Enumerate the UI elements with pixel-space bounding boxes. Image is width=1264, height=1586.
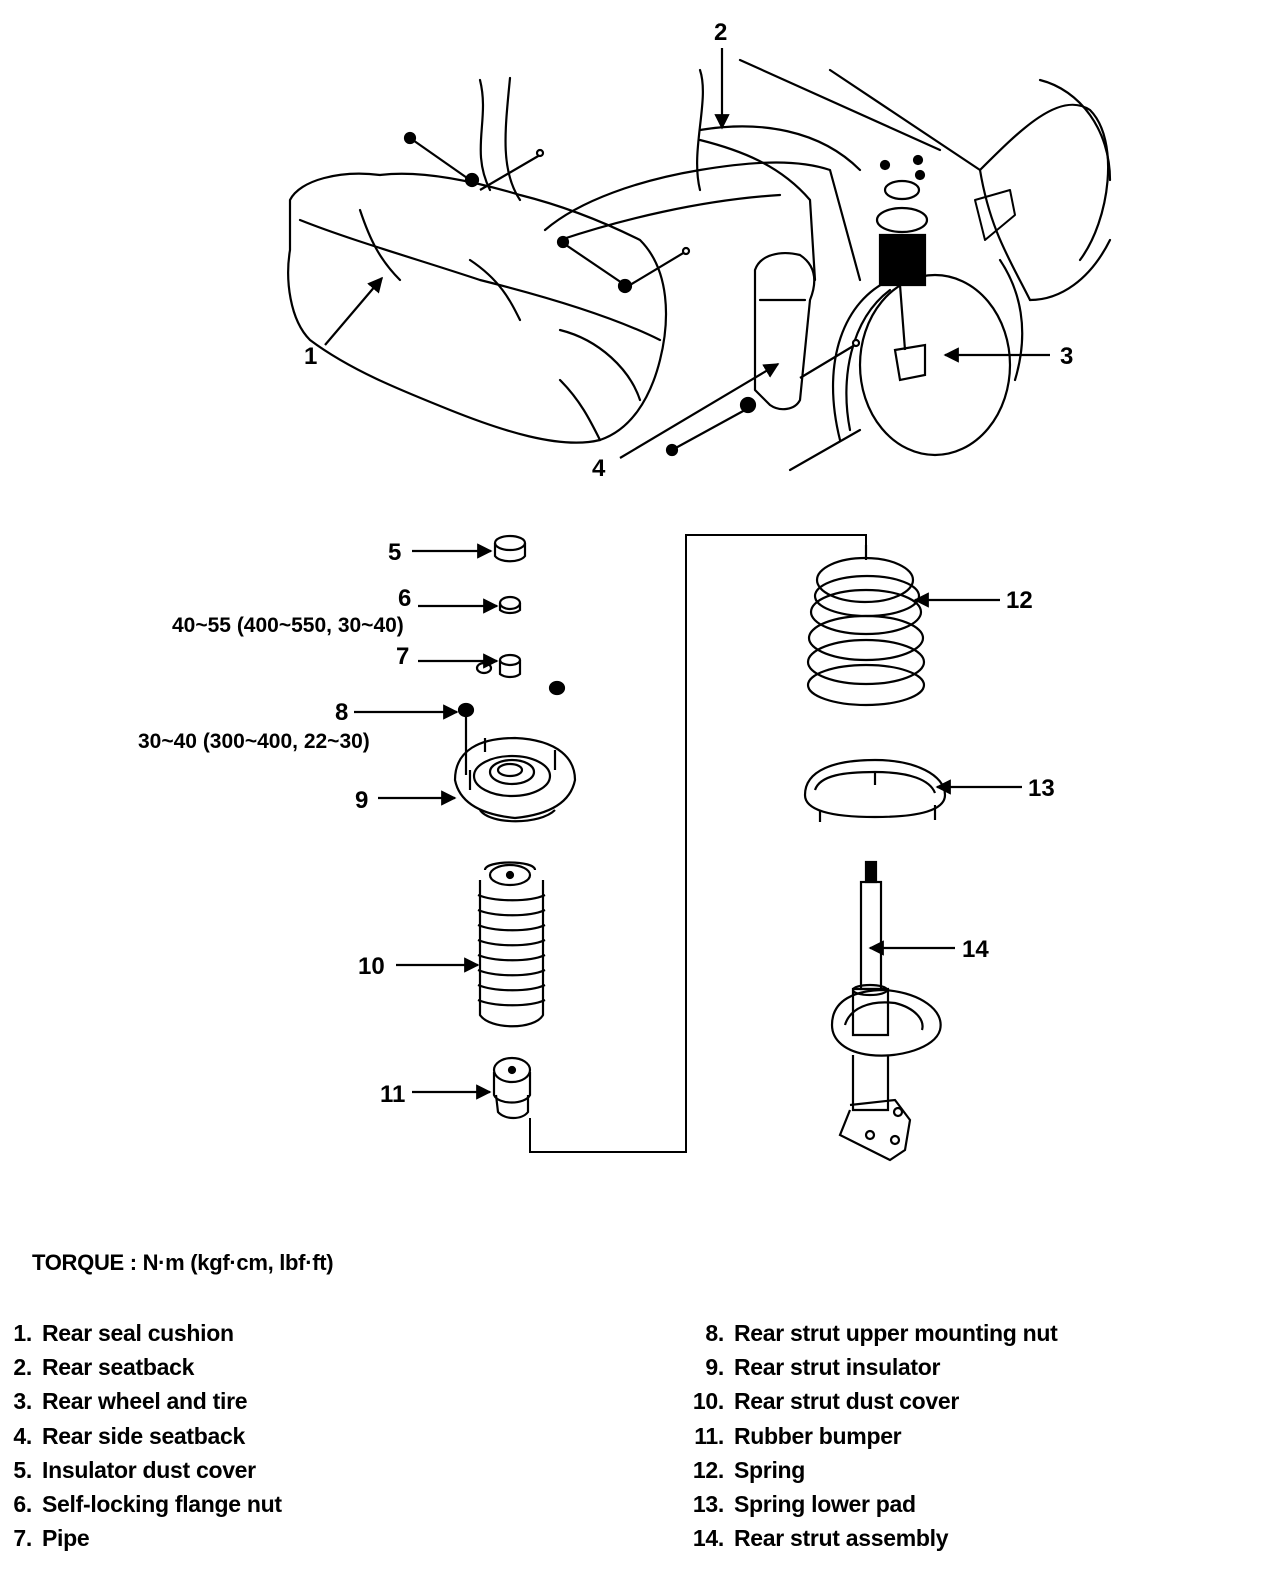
legend-label: Rear strut upper mounting nut <box>734 1320 1058 1346</box>
legend-number: 1. <box>13 1320 32 1346</box>
legend-label: Self-locking flange nut <box>42 1490 282 1517</box>
legend-item: 4. Rear side seatback <box>6 1421 282 1455</box>
legend-label: Rear strut insulator <box>734 1354 941 1381</box>
vehicle-rear-interior-illustration <box>287 58 1112 472</box>
coil-spring-part <box>806 545 926 707</box>
legend-number: 12. <box>692 1456 724 1483</box>
legend-right-column: 8. Rear strut upper mounting nut 9. Rear s… <box>684 1318 1058 1557</box>
strut-dust-cover-part <box>477 861 546 1028</box>
callout-1: 1 <box>304 343 317 370</box>
callout-14: 14 <box>962 936 989 963</box>
callout-4: 4 <box>592 455 606 482</box>
legend-item: 13. Spring lower pad <box>684 1489 1058 1523</box>
legend-item: 9. Rear strut insulator <box>684 1352 1058 1386</box>
legend-number: 6. <box>13 1490 32 1517</box>
callout-11: 11 <box>380 1081 405 1108</box>
torque-unit-label: TORQUE : N·m (kgf·cm, lbf·ft) <box>32 1250 334 1275</box>
legend-label: Insulator dust cover <box>42 1456 256 1483</box>
legend-number: 3. <box>13 1388 32 1415</box>
callout-9: 9 <box>355 787 368 814</box>
legend-number: 9. <box>705 1354 724 1381</box>
legend-label: Rubber bumper <box>734 1422 902 1449</box>
callout-6: 6 <box>398 585 411 612</box>
legend-item: 2. Rear seatback <box>6 1352 282 1386</box>
callout-3: 3 <box>1060 343 1073 370</box>
top-fasteners <box>403 131 861 457</box>
legend-item: 6. Self-locking flange nut <box>6 1489 282 1523</box>
legend-label: Rear seal cushion <box>42 1320 234 1346</box>
spring-lower-pad-part <box>803 758 947 822</box>
legend-item: 10. Rear strut dust cover <box>684 1386 1058 1420</box>
callout-7: 7 <box>396 643 409 670</box>
torque-spec-self-locking-nut: 40~55 (400~550, 30~40) <box>172 614 404 637</box>
insulator-dust-cover-part <box>493 534 527 563</box>
exploded-view-diagram: 1 2 3 4 5 6 7 8 9 10 11 12 13 14 40~55 (… <box>138 19 1112 1162</box>
legend-label: Rear side seatback <box>42 1422 246 1449</box>
callout-10: 10 <box>358 953 385 980</box>
legend-number: 5. <box>13 1456 32 1483</box>
strut-insulator-part <box>453 736 577 823</box>
legend-label: Pipe <box>42 1525 90 1552</box>
legend-item: 1. Rear seal cushion <box>6 1318 282 1352</box>
legend-item: 14. Rear strut assembly <box>684 1523 1058 1557</box>
rubber-bumper-part <box>492 1056 532 1120</box>
callout-13: 13 <box>1028 775 1055 802</box>
legend-item: 11. Rubber bumper <box>684 1421 1058 1455</box>
upper-mounting-nut-part <box>457 680 566 775</box>
legend-number: 7. <box>13 1525 32 1552</box>
legend-label: Spring lower pad <box>734 1490 916 1517</box>
legend-label: Rear strut dust cover <box>734 1388 960 1415</box>
legend-item: 8. Rear strut upper mounting nut <box>684 1318 1058 1352</box>
self-locking-flange-nut-part <box>498 595 522 615</box>
callout-2: 2 <box>714 19 727 46</box>
callout-5: 5 <box>388 539 401 566</box>
legend-item: 7. Pipe <box>6 1523 282 1557</box>
legend-label: Spring <box>734 1456 806 1483</box>
legend-number: 2. <box>13 1354 32 1381</box>
torque-spec-upper-mounting-nut: 30~40 (300~400, 22~30) <box>138 730 370 753</box>
callout-12: 12 <box>1006 587 1033 614</box>
legend-left-column: 1. Rear seal cushion 2. Rear seatback 3. Re… <box>6 1318 282 1557</box>
legend-item: 5. Insulator dust cover <box>6 1455 282 1489</box>
legend-number: 8. <box>705 1320 724 1346</box>
legend-number: 11. <box>694 1422 724 1449</box>
legend-number: 13. <box>692 1490 724 1517</box>
legend-label: Rear strut assembly <box>734 1525 949 1552</box>
legend-number: 14. <box>692 1525 724 1552</box>
legend-number: 10. <box>692 1388 724 1415</box>
exploded-parts <box>453 534 947 1162</box>
assembly-connector-line <box>529 534 867 1153</box>
legend-item: 3. Rear wheel and tire <box>6 1386 282 1420</box>
leader-arrows <box>324 48 1050 1100</box>
legend-item: 12. Spring <box>684 1455 1058 1489</box>
legend-label: Rear wheel and tire <box>42 1388 248 1415</box>
callout-8: 8 <box>335 699 348 726</box>
strut-assembly-part <box>830 860 942 1162</box>
legend-number: 4. <box>13 1422 32 1449</box>
installed-strut-assembly <box>875 154 929 382</box>
legend-label: Rear seatback <box>42 1354 195 1381</box>
pipe-part <box>475 653 522 679</box>
callout-labels: 1 2 3 4 5 6 7 8 9 10 11 12 13 14 <box>304 19 1073 1108</box>
